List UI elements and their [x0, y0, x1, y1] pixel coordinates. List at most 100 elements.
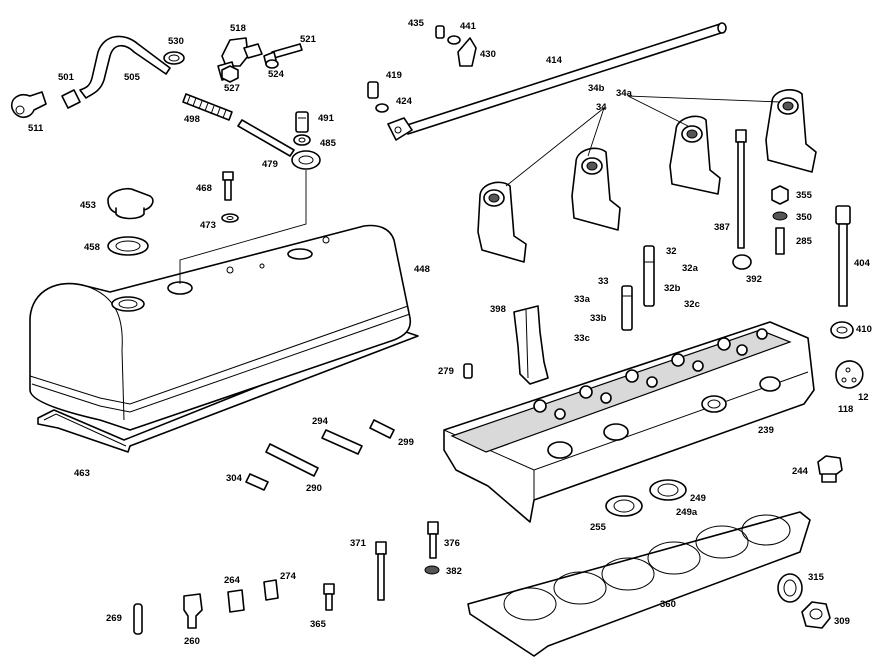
label-376: 376 [444, 538, 460, 549]
bolt-419 [367, 81, 379, 99]
sleeve-274 [263, 579, 279, 601]
label-518: 518 [230, 23, 246, 34]
label-279: 279 [438, 366, 454, 377]
label-264: 264 [224, 575, 241, 586]
rod-479 [237, 119, 321, 170]
label-118: 118 [838, 404, 853, 415]
bolt-468 [222, 171, 234, 201]
head-ports [547, 376, 781, 459]
rocker-bracket-1 [477, 181, 527, 263]
label-382: 382 [446, 566, 462, 577]
oil-cap-453 [107, 187, 154, 220]
stud-294 [321, 429, 363, 455]
bolt-491 [295, 111, 309, 133]
label-350: 350 [796, 212, 812, 223]
washer-350 [772, 211, 788, 221]
label-398: 398 [490, 304, 506, 315]
label-34a: 34a [616, 88, 633, 99]
label-414: 414 [546, 55, 563, 66]
bracket-398 [513, 305, 549, 385]
rocker-bracket-2 [571, 147, 621, 231]
label-473: 473 [200, 220, 216, 231]
label-371: 371 [350, 538, 367, 549]
washer-473 [221, 213, 239, 223]
label-34b: 34b [588, 83, 605, 94]
label-458: 458 [84, 242, 100, 253]
label-468: 468 [196, 183, 212, 194]
label-294: 294 [312, 416, 329, 427]
label-527: 527 [224, 83, 240, 94]
washer-382 [424, 565, 440, 575]
label-274: 274 [280, 571, 297, 582]
label-453: 453 [80, 200, 96, 211]
clip-501 [61, 89, 81, 109]
label-479: 479 [262, 159, 278, 170]
guide-33 [621, 285, 633, 331]
hose-505 [79, 35, 171, 99]
label-33: 33 [598, 276, 609, 287]
seal-410 [830, 321, 854, 339]
label-33a: 33a [574, 294, 591, 305]
spring-498 [182, 93, 233, 121]
bolt-371 [375, 541, 387, 601]
part-labels: 511 501 505 530 498 518 521 524 527 491 … [28, 18, 872, 647]
label-521: 521 [300, 34, 317, 45]
label-32b: 32b [664, 283, 681, 294]
label-511: 511 [28, 123, 44, 134]
label-530: 530 [168, 36, 184, 47]
washer-441 [447, 35, 461, 45]
screw-435 [435, 25, 445, 39]
seal-315 [777, 573, 803, 603]
label-269: 269 [106, 613, 122, 624]
plug-309 [801, 601, 831, 629]
label-32c: 32c [684, 299, 700, 310]
label-290: 290 [306, 483, 322, 494]
nut-355 [771, 185, 789, 205]
sleeve-260 [183, 593, 203, 629]
pin-304 [245, 473, 269, 491]
label-309: 309 [834, 616, 850, 627]
label-315: 315 [808, 572, 825, 583]
breather-elbow-511 [10, 91, 47, 119]
label-435: 435 [408, 18, 425, 29]
sleeve-264 [227, 589, 245, 613]
label-392: 392 [746, 274, 762, 285]
valve-cover-448 [29, 224, 412, 431]
head-valve-springs [533, 328, 768, 420]
label-365: 365 [310, 619, 327, 630]
head-gasket-360 [467, 511, 811, 657]
plug-244 [817, 455, 843, 483]
label-33c: 33c [574, 333, 590, 344]
pin-269 [133, 603, 143, 635]
label-12: 12 [858, 392, 869, 403]
guide-32 [643, 245, 655, 307]
label-441: 441 [460, 21, 477, 32]
label-491: 491 [318, 113, 335, 124]
seal-458 [107, 236, 149, 256]
washer-524 [265, 59, 279, 69]
seal-255 [605, 495, 643, 517]
bolt-365 [323, 583, 335, 611]
label-485: 485 [320, 138, 337, 149]
label-34: 34 [596, 102, 607, 113]
label-463: 463 [74, 468, 90, 479]
stud-285 [775, 227, 785, 255]
rocker-bracket-3 [669, 115, 721, 195]
bolt-387 [735, 129, 747, 249]
clip-430 [457, 37, 477, 67]
label-33b: 33b [590, 313, 607, 324]
label-505: 505 [124, 72, 141, 83]
label-260: 260 [184, 636, 200, 647]
stud-290 [265, 443, 319, 477]
nut-527 [221, 65, 239, 83]
label-285: 285 [796, 236, 813, 247]
label-255: 255 [590, 522, 607, 533]
stud-299 [369, 419, 395, 439]
flange-12 [835, 360, 864, 389]
label-424: 424 [396, 96, 413, 107]
rocker-bracket-4 [765, 89, 817, 173]
label-419: 419 [386, 70, 402, 81]
label-430: 430 [480, 49, 496, 60]
label-32: 32 [666, 246, 677, 257]
label-249a: 249a [676, 507, 698, 518]
